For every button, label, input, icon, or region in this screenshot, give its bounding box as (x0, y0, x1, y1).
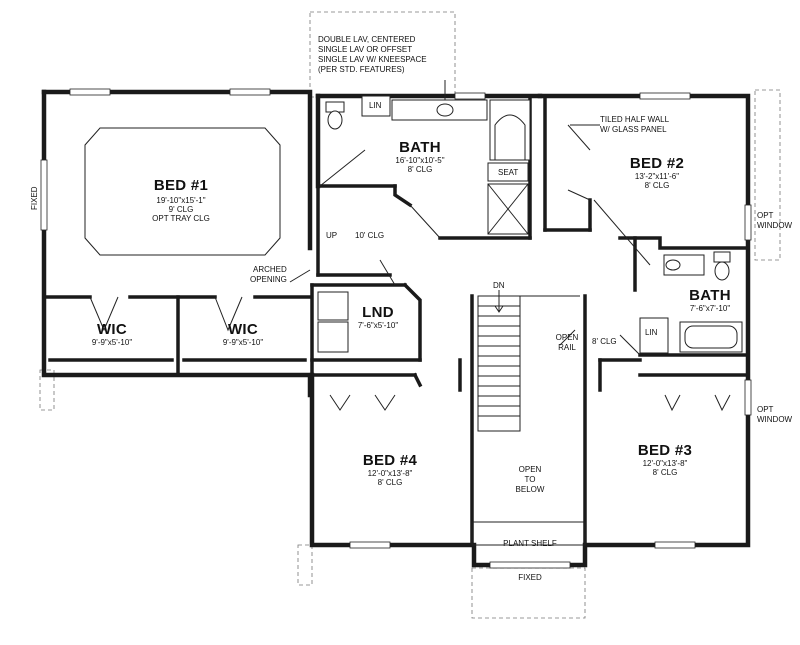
open-below-line-1: OPEN (519, 465, 542, 474)
open-to-below-note: OPEN TO BELOW (516, 465, 545, 494)
tiled-wall-note: TILED HALF WALL W/ GLASS PANEL (600, 115, 670, 134)
up-label: UP (326, 231, 337, 240)
fixed-label-left: FIXED (30, 186, 39, 210)
windows (40, 88, 752, 569)
arched-opening-note: ARCHED OPENING (250, 265, 287, 284)
opt-window-1-line-1: OPT (757, 211, 774, 220)
room-bath2: BATH 7'-6"x7'-10" (689, 287, 731, 313)
lav-note: DOUBLE LAV, CENTERED SINGLE LAV OR OFFSE… (318, 35, 427, 74)
linen-label-right: LIN (645, 328, 658, 337)
bath-fixtures (325, 95, 743, 354)
bed1-note: OPT TRAY CLG (152, 214, 210, 223)
opt-window-2-line-1: OPT (757, 405, 774, 414)
bath2-name: BATH (689, 287, 731, 304)
opt-window-note-2: OPT WINDOW (757, 405, 793, 424)
arched-line-1: ARCHED (253, 265, 287, 274)
interior-walls (42, 94, 750, 547)
opt-window-1-line-2: WINDOW (757, 221, 793, 230)
bed3-ceiling: 8' CLG (653, 468, 678, 477)
tiled-wall-line-1: TILED HALF WALL (600, 115, 670, 124)
open-rail-note: OPEN RAIL (556, 333, 579, 352)
linen-label-top: LIN (369, 101, 382, 110)
hall-ceiling-label: 10' CLG (355, 231, 384, 240)
room-bed1: BED #1 19'-10"x15'-1" 9' CLG OPT TRAY CL… (152, 177, 210, 223)
bed4-ceiling: 8' CLG (378, 478, 403, 487)
bath-main-dims: 16'-10"x10'-5" (395, 156, 444, 165)
bed2-dims: 13'-2"x11'-6" (635, 172, 679, 181)
opt-window-note-1: OPT WINDOW (757, 211, 793, 230)
bed1-dims: 19'-10"x15'-1" (156, 196, 205, 205)
bath-main-name: BATH (399, 139, 441, 156)
seat-label: SEAT (498, 168, 518, 177)
bed2-ceiling: 8' CLG (645, 181, 670, 190)
laundry-fixtures (317, 291, 349, 353)
doors (89, 124, 731, 412)
bath-main-ceiling: 8' CLG (408, 165, 433, 174)
leader-lines (289, 80, 600, 346)
bath2-dims: 7'-6"x7'-10" (690, 304, 730, 313)
lnd-dims: 7'-6"x5'-10" (358, 321, 398, 330)
plant-shelf-label: PLANT SHELF (503, 539, 557, 548)
room-wic2: WIC 9'-9"x5'-10" (223, 321, 263, 347)
bed4-dims: 12'-0"x13'-8" (368, 469, 413, 478)
lav-note-line-2: SINGLE LAV OR OFFSET (318, 45, 412, 54)
toilet-2-icon (714, 261, 730, 281)
room-bed2: BED #2 13'-2"x11'-6" 8' CLG (630, 155, 684, 190)
tray-ceiling-outline (84, 127, 281, 256)
open-rail-line-2: RAIL (558, 343, 576, 352)
lav-note-line-4: (PER STD. FEATURES) (318, 65, 405, 74)
open-rail-line-1: OPEN (556, 333, 579, 342)
lnd-name: LND (362, 304, 394, 321)
open-below-line-3: BELOW (516, 485, 545, 494)
arched-line-2: OPENING (250, 275, 287, 284)
room-bed3: BED #3 12'-0"x13'-8" 8' CLG (638, 442, 692, 477)
wic1-name: WIC (97, 321, 127, 338)
bed3-name: BED #3 (638, 442, 692, 459)
wic2-dims: 9'-9"x5'-10" (223, 338, 263, 347)
bed2-name: BED #2 (630, 155, 684, 172)
fixed-label-bottom: FIXED (518, 573, 542, 582)
stair-area (471, 290, 586, 546)
room-lnd: LND 7'-6"x5'-10" (358, 304, 398, 330)
down-label: DN (493, 281, 505, 290)
wic1-dims: 9'-9"x5'-10" (92, 338, 132, 347)
bed1-ceiling: 9' CLG (169, 205, 194, 214)
room-bed4: BED #4 12'-0"x13'-8" 8' CLG (363, 452, 418, 487)
bed3-dims: 12'-0"x13'-8" (643, 459, 688, 468)
bed1-name: BED #1 (154, 177, 208, 194)
tiled-wall-line-2: W/ GLASS PANEL (600, 125, 667, 134)
sink-icon (436, 103, 454, 117)
lav-note-line-1: DOUBLE LAV, CENTERED (318, 35, 416, 44)
stair-ceiling-label: 8' CLG (592, 337, 617, 346)
bed4-name: BED #4 (363, 452, 418, 469)
room-bath-main: BATH 16'-10"x10'-5" 8' CLG (395, 139, 444, 174)
lav-note-line-3: SINGLE LAV W/ KNEESPACE (318, 55, 427, 64)
room-wic1: WIC 9'-9"x5'-10" (92, 321, 132, 347)
opt-window-2-line-2: WINDOW (757, 415, 793, 424)
open-below-line-2: TO (525, 475, 536, 484)
wic2-name: WIC (228, 321, 258, 338)
